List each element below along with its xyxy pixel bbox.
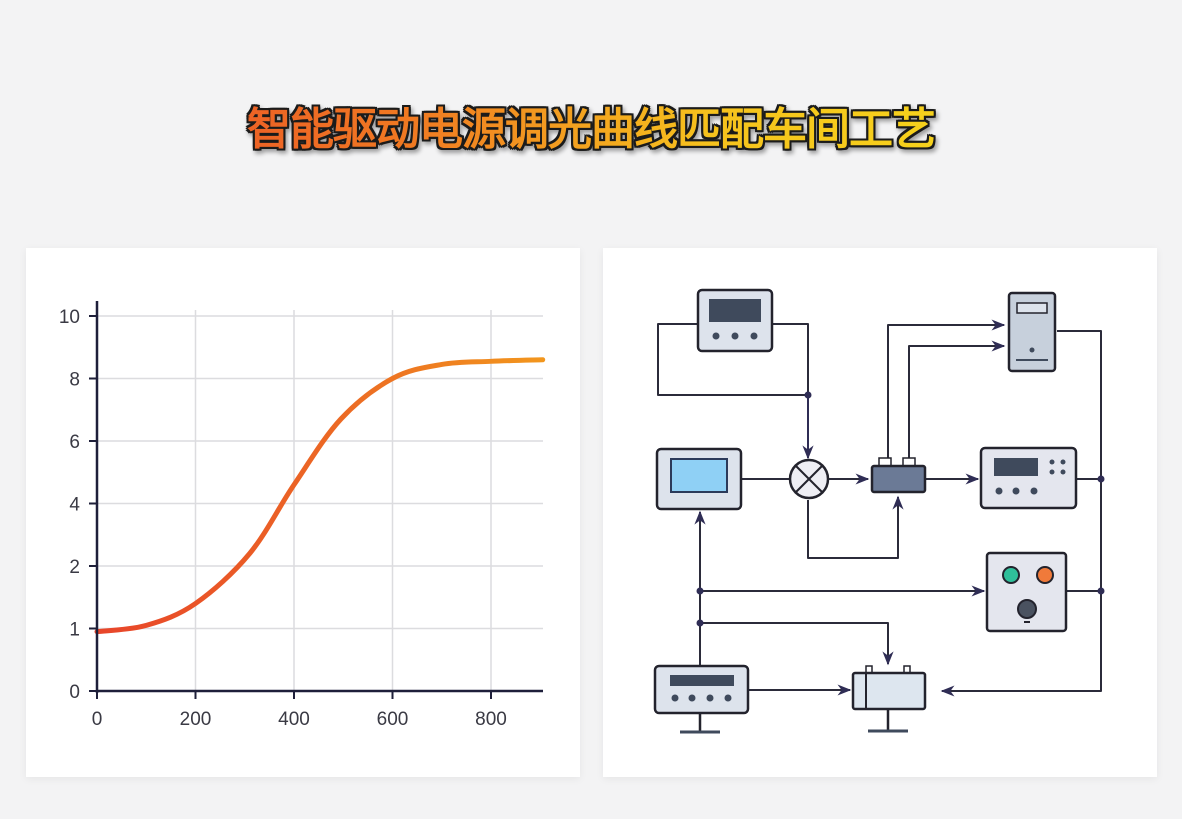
diagram-panel (603, 248, 1157, 777)
x-tick-label: 600 (377, 709, 409, 730)
wire-meter-top-loop (657, 323, 808, 396)
y-tick-label: 6 (69, 432, 80, 453)
x-axis-ticks: 0 200 400 600 800 (92, 691, 507, 730)
y-tick-label: 1 (69, 620, 80, 641)
wire-driver-server-2 (908, 340, 1006, 466)
y-tick-label: 4 (69, 495, 80, 516)
panel-meter-stand-icon[interactable] (653, 664, 750, 734)
wire-driver-server-1 (887, 319, 1006, 466)
wires (657, 319, 1102, 697)
indicator-panel-icon[interactable] (985, 551, 1068, 633)
multiplier-x-icon[interactable] (788, 458, 830, 500)
y-tick-label: 8 (69, 370, 80, 391)
tower-computer-icon[interactable] (1007, 291, 1057, 373)
chart-panel: 0 1 2 4 6 8 10 0 200 400 600 800 (26, 248, 580, 777)
y-axis-ticks: 0 1 2 4 6 8 10 (59, 307, 97, 703)
wiring-diagram (653, 288, 1105, 734)
actuator-block-icon[interactable] (851, 665, 927, 733)
wire-meter-top-right (772, 323, 809, 395)
y-tick-label: 0 (69, 682, 80, 703)
wire-multiplier-loop (807, 495, 904, 559)
dimming-curve-line (94, 357, 546, 635)
control-unit-icon[interactable] (979, 446, 1078, 510)
wire-right-bus (940, 330, 1102, 697)
x-tick-label: 0 (92, 709, 103, 730)
x-tick-label: 200 (180, 709, 212, 730)
y-tick-label: 2 (69, 557, 80, 578)
x-tick-label: 400 (278, 709, 310, 730)
x-tick-label: 800 (475, 709, 507, 730)
y-tick-label: 10 (59, 307, 80, 328)
wire-to-actuator-top (700, 622, 894, 666)
display-monitor-icon[interactable] (655, 447, 743, 511)
junction-dots (696, 391, 1105, 627)
line-chart: 0 1 2 4 6 8 10 0 200 400 600 800 (59, 301, 546, 730)
panel-meter-top-icon[interactable] (696, 288, 774, 353)
chart-grid (97, 310, 543, 691)
page-title: 智能驱动电源调光曲线匹配车间工艺 (0, 100, 1182, 160)
driver-module-icon[interactable] (870, 457, 927, 494)
